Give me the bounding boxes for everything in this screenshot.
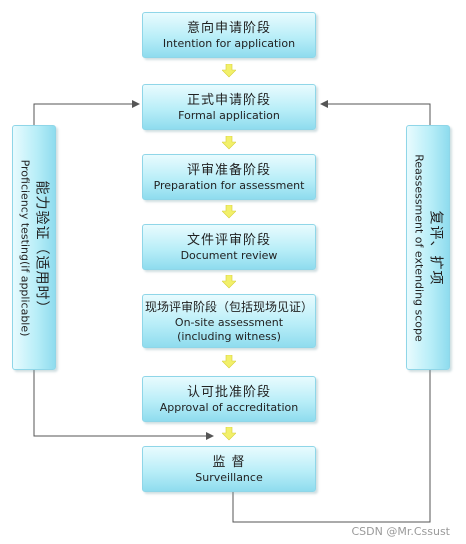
stage-preparation-en: Preparation for assessment xyxy=(153,178,305,192)
side-box-proficiency-testing: 能力验证（适用时） Proficiency testing(if applica… xyxy=(12,125,56,370)
stage-onsite-assessment-en: On-site assessment xyxy=(174,315,284,329)
stage-document-review-zh: 文件评审阶段 xyxy=(186,232,271,248)
side-box-reassessment-zh: 复评、扩项 xyxy=(427,209,444,285)
stage-formal-application: 正式申请阶段 Formal application xyxy=(142,84,316,130)
stage-intention: 意向申请阶段 Intention for application xyxy=(142,12,316,58)
side-box-reassessment-text: 复评、扩项 Reassessment of extending scope xyxy=(412,154,445,342)
stage-preparation: 评审准备阶段 Preparation for assessment xyxy=(142,154,316,200)
left-connector-top-arrowhead xyxy=(132,100,140,108)
stage-approval-zh: 认可批准阶段 xyxy=(186,384,271,400)
stage-preparation-zh: 评审准备阶段 xyxy=(186,162,271,178)
stage-onsite-assessment-en2: (including witness) xyxy=(177,329,281,343)
down-arrow-icon xyxy=(222,275,236,289)
watermark: CSDN @Mr.Cssust xyxy=(351,525,450,538)
right-connector-top xyxy=(322,103,431,125)
stage-surveillance-zh: 监 督 xyxy=(212,454,246,470)
stage-approval-en: Approval of accreditation xyxy=(159,400,299,414)
stage-formal-application-en: Formal application xyxy=(178,108,280,122)
stage-onsite-assessment: 现场评审阶段（包括现场见证） On-site assessment (inclu… xyxy=(142,294,316,348)
side-box-proficiency-testing-text: 能力验证（适用时） Proficiency testing(if applica… xyxy=(18,159,51,336)
side-box-proficiency-testing-en: Proficiency testing(if applicable) xyxy=(18,159,32,336)
stage-surveillance: 监 督 Surveillance xyxy=(142,446,316,492)
stage-onsite-assessment-zh: 现场评审阶段（包括现场见证） xyxy=(144,299,313,314)
left-connector-bottom-arrowhead xyxy=(206,432,214,440)
down-arrow-icon xyxy=(222,205,236,219)
stage-surveillance-en: Surveillance xyxy=(195,470,263,484)
left-connector-top xyxy=(33,103,138,125)
down-arrow-icon xyxy=(222,136,236,150)
stage-document-review-en: Document review xyxy=(180,248,278,262)
side-box-reassessment-en: Reassessment of extending scope xyxy=(412,153,426,342)
right-connector-top-arrowhead xyxy=(320,100,328,108)
right-connector xyxy=(232,370,431,523)
stage-intention-en: Intention for application xyxy=(162,36,296,50)
down-arrow-icon xyxy=(222,355,236,369)
side-box-reassessment: 复评、扩项 Reassessment of extending scope xyxy=(406,125,450,370)
side-box-proficiency-testing-zh: 能力验证（适用时） xyxy=(33,180,50,315)
stage-approval: 认可批准阶段 Approval of accreditation xyxy=(142,376,316,422)
down-arrow-icon xyxy=(222,427,236,441)
stage-intention-zh: 意向申请阶段 xyxy=(186,20,271,36)
down-arrow-icon xyxy=(222,64,236,78)
stage-document-review: 文件评审阶段 Document review xyxy=(142,224,316,270)
left-connector-bottom xyxy=(33,370,212,437)
stage-formal-application-zh: 正式申请阶段 xyxy=(186,92,271,108)
